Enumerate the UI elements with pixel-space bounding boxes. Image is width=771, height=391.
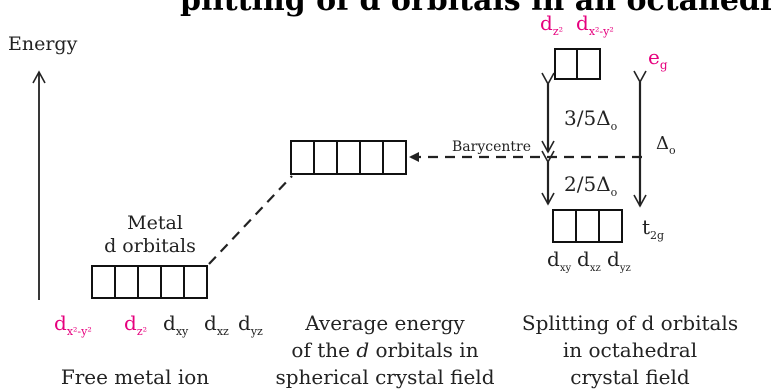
free-ion-orbital-label-dxy: dxy <box>163 311 189 338</box>
spherical-orbital-boxes <box>290 140 407 175</box>
free-ion-label-line2: d orbitals <box>104 235 196 257</box>
connector-dashed-line <box>208 175 293 265</box>
orbital-box <box>91 265 208 299</box>
t2g-orbital-boxes <box>552 209 623 243</box>
t2g-orbital-label-dyz: dyz <box>607 247 631 274</box>
upper-gap-label: 3/5Δo <box>564 106 618 133</box>
eg-orbital-label-dx2y2: dx²-y² <box>576 11 614 38</box>
free-ion-orbital-label-dz2: dz² <box>124 311 147 338</box>
orbital-box <box>552 209 623 243</box>
header-title: plitting of d orbitals in an octahedral … <box>180 0 771 18</box>
t2g-orbital-label-dxy: dxy <box>547 247 571 274</box>
barycentre-label: Barycentre <box>452 139 531 155</box>
spherical-caption-line2: of the d orbitals in <box>291 338 478 362</box>
octahedral-caption-line2: in octahedral <box>563 338 697 362</box>
eg-label: eg <box>648 45 668 72</box>
spherical-caption-line3: spherical crystal field <box>275 365 494 389</box>
free-ion-caption: Free metal ion <box>61 365 209 389</box>
barycentre-label-bg <box>448 137 540 155</box>
total-gap-label: Δo <box>656 133 676 157</box>
t2g-orbital-label-dxz: dxz <box>577 247 601 274</box>
spherical-caption-line1: Average energy <box>304 311 465 335</box>
lower-gap-label: 2/5Δo <box>564 172 618 199</box>
orbital-box <box>290 140 407 175</box>
eg-orbital-label-dz2: dz² <box>540 11 563 38</box>
free-ion-label-line1: Metal <box>127 212 183 234</box>
free-ion-orbital-boxes <box>91 265 208 299</box>
free-ion-orbital-label-dxz: dxz <box>204 311 229 338</box>
energy-axis-label: Energy <box>8 33 78 55</box>
free-ion-orbital-label-dyz: dyz <box>238 311 263 338</box>
octahedral-caption-line1: Splitting of d orbitals <box>522 311 738 335</box>
t2g-label: t2g <box>642 215 664 242</box>
octahedral-caption-line3: crystal field <box>570 365 690 389</box>
free-ion-orbital-label-dx2y2: dx²-y² <box>54 311 92 338</box>
eg-orbital-boxes <box>554 48 601 80</box>
